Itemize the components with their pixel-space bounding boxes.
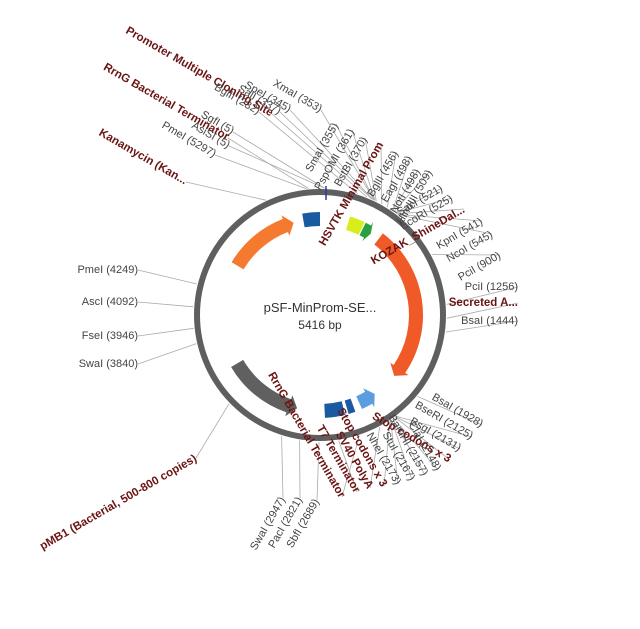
- leader-kanamycin-kan: [185, 181, 266, 201]
- leader-clai-2148: [393, 418, 439, 471]
- leader-bglii-232: [258, 111, 358, 194]
- leader-pcii-900: [431, 254, 501, 256]
- leader-saci-521: [395, 187, 443, 214]
- leader-bsai-1444: [445, 320, 519, 333]
- leader-hindiii-509: [393, 170, 431, 212]
- leader-pspomi-361: [351, 129, 376, 201]
- leader-xmai-353: [320, 109, 375, 201]
- site-label-asci-4092: AscI (4092): [82, 296, 138, 308]
- feature-label-pmb1-bacterial-500-800-copies: pMB1 (Bacterial, 500-800 copies): [38, 453, 199, 553]
- feature-secreted: [374, 233, 424, 376]
- feature-t7-terminator: [324, 401, 346, 418]
- plasmid-backbone-circle: [194, 189, 446, 441]
- feature-minimal-prom: [359, 222, 373, 242]
- feature-rrng-terminator-2: [344, 398, 356, 414]
- leader-promoter-multiple-cloning-site: [271, 113, 368, 198]
- leader-bamhi-2157: [392, 418, 426, 476]
- leader-ecori-525: [395, 197, 453, 214]
- feature-mcs: [346, 216, 365, 235]
- leader-eagi-498: [392, 156, 411, 211]
- leader-rrng-bacterial-terminator: [341, 435, 360, 498]
- leader-stop-codons-x-3: [383, 421, 391, 487]
- leader-pcii-1256: [446, 286, 519, 305]
- leader-pmb1-bacterial-500-800-copies: [195, 403, 230, 459]
- leader-kozak-shinedal: [396, 208, 465, 215]
- leader-asci-4092: [137, 301, 194, 308]
- site-label-pcii-1256: PciI (1256): [465, 281, 518, 293]
- leader-fsei-3946: [137, 327, 194, 337]
- leader-ncoi-545: [398, 214, 493, 235]
- leader-t7-terminator: [338, 440, 358, 493]
- feature-kanamycin: [231, 215, 294, 270]
- plasmid-name: pSF-MinProm-SE...: [264, 300, 377, 315]
- leader-asisi-5: [228, 145, 325, 189]
- leader-hsvtk-minimal-prom: [380, 142, 383, 205]
- plasmid-size: 5416 bp: [298, 318, 342, 332]
- site-label-fsei-3946: FseI (3946): [82, 330, 138, 342]
- leader-stop-codons-x-3: [394, 417, 451, 461]
- leader-sbfi-2689: [316, 441, 320, 501]
- leader-nhei-2173: [390, 420, 399, 485]
- site-label-pmei-4249: PmeI (4249): [77, 264, 138, 276]
- plasmid-features: [231, 212, 424, 418]
- leader-pmei-5297: [214, 154, 307, 190]
- leader-sali-337: [279, 111, 373, 200]
- leader-kpni-541: [397, 214, 483, 222]
- feature-sv40-polya: [356, 388, 375, 409]
- leader-bstbi-370: [364, 137, 377, 202]
- leader-bsgi-2131: [395, 416, 461, 450]
- leader-swai-2947: [281, 436, 284, 499]
- leader-stui-2167: [391, 419, 413, 481]
- site-label-bsai-1444: BsaI (1444): [461, 315, 518, 327]
- leader-spei-345: [289, 109, 374, 200]
- leader-smai-355: [335, 123, 375, 201]
- feature-pmb1: [231, 359, 298, 417]
- leader-bsai-1928: [417, 396, 483, 426]
- leader-swai-3840: [137, 343, 197, 365]
- label-leader-lines: [137, 109, 519, 501]
- leader-noti-498: [392, 169, 419, 211]
- feature-rrng-terminator-1: [302, 212, 320, 228]
- leader-bseri-2125: [396, 416, 473, 438]
- feature-label-secreted-a: Secreted A...: [449, 297, 518, 309]
- leader-pmei-4249: [137, 269, 197, 285]
- leader-sgfi-5: [232, 131, 325, 189]
- leader-bglii-456: [387, 151, 397, 208]
- site-label-swai-3840: SwaI (3840): [79, 358, 138, 370]
- leader-secreted-a: [446, 302, 519, 319]
- leader-sv40-polya: [369, 427, 381, 489]
